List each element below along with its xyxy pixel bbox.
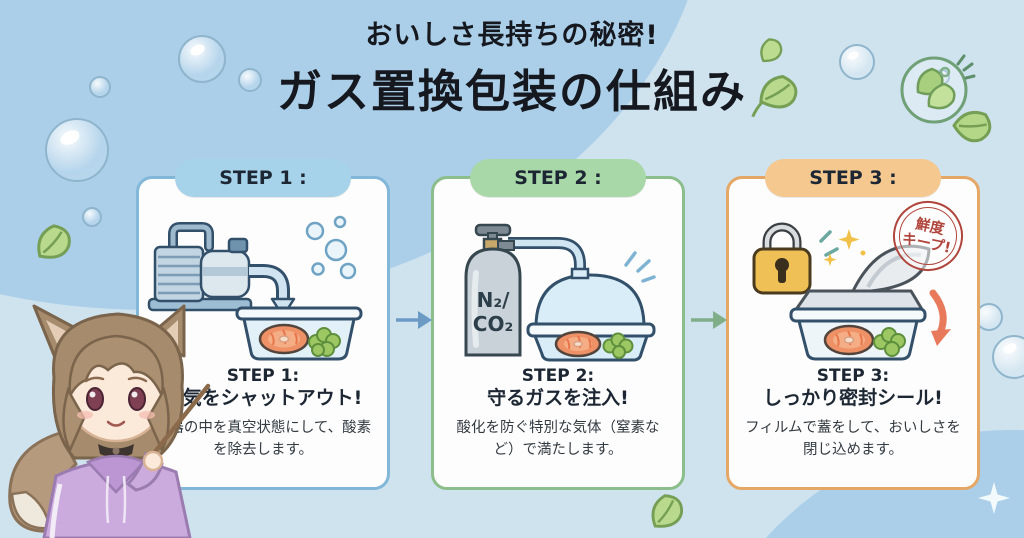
seal-arrow-icon	[929, 289, 951, 346]
bubble-icon	[992, 335, 1024, 379]
leaf-icon	[37, 224, 71, 259]
dome-container-icon	[526, 267, 656, 362]
bubble-icon	[238, 68, 262, 92]
svg-text:N₂/: N₂/	[477, 288, 510, 312]
step3-header-pill: STEP 3 :	[765, 159, 941, 197]
leaf-icon	[651, 494, 683, 528]
padlock-icon	[752, 222, 812, 295]
step1-header-pill: STEP 1 :	[175, 159, 351, 197]
film-lid-container-icon	[789, 244, 931, 361]
step3-card: STEP 3 : 鮮度 キープ!	[726, 159, 980, 490]
gas-cylinder-icon: N₂/ CO₂	[464, 223, 522, 357]
gas-cylinder-injection-icon: N₂/ CO₂	[464, 223, 656, 362]
leaf-icon	[760, 38, 783, 63]
right-arrow-icon	[691, 311, 727, 329]
bubble-icon	[82, 207, 102, 227]
shine-lines-icon	[624, 251, 656, 283]
step1-subheading: 空気をシャットアウト!	[163, 387, 363, 410]
title-block: おいしさ長持ちの秘密! ガス置換包装の仕組み	[0, 13, 1024, 120]
bubble-icon	[839, 44, 875, 80]
vacuum-pump-container-icon	[147, 215, 363, 361]
leaf-icon	[952, 110, 992, 143]
bubble-icon	[45, 118, 109, 182]
eco-leaf-circle-icon	[900, 54, 976, 124]
subtitle: おいしさ長持ちの秘密!	[365, 20, 659, 51]
step1-description: 容器の中を真空状態にして、酸素を除去します。	[154, 419, 372, 458]
sealed-container-lock-icon	[752, 222, 951, 361]
step2-card: STEP 2 : N₂/ CO₂	[431, 159, 685, 490]
step3-subheading: しっかり密封シール!	[763, 387, 943, 410]
vacuum-pump-icon	[147, 222, 296, 318]
step3-heading: STEP 3:	[816, 366, 890, 386]
step2-description: 酸化を防ぐ特別な気体（窒素など）で満たします。	[456, 419, 660, 458]
step3-text: STEP 3: しっかり密封シール! フィルムで蓋をして、おいしさを閉じ込めます…	[729, 365, 977, 461]
bubble-icon	[89, 76, 111, 98]
page-title: ガス置換包装の仕組み	[276, 65, 747, 118]
step2-subheading: 守るガスを注入!	[487, 387, 629, 410]
step1-heading: STEP 1:	[226, 366, 300, 386]
air-bubbles-icon	[305, 215, 357, 280]
step3-description: フィルムで蓋をして、おいしさを閉じ込めます。	[745, 419, 961, 458]
step2-header-pill: STEP 2 :	[470, 159, 646, 197]
step1-text: STEP 1: 空気をシャットアウト! 容器の中を真空状態にして、酸素を除去しま…	[139, 365, 387, 461]
shine-lines-icon	[819, 230, 839, 257]
leaf-icon	[751, 74, 798, 118]
right-arrow-icon	[396, 311, 432, 329]
food-container-icon	[235, 306, 363, 361]
svg-text:CO₂: CO₂	[473, 312, 513, 336]
fox-girl-mascot	[8, 304, 211, 538]
gold-sparkle-icon	[823, 229, 866, 267]
badge-text-line2: キープ!	[900, 230, 953, 257]
bubble-icon	[178, 35, 226, 83]
step2-heading: STEP 2:	[521, 366, 595, 386]
step2-text: STEP 2: 守るガスを注入! 酸化を防ぐ特別な気体（窒素など）で満たします。	[434, 365, 682, 461]
